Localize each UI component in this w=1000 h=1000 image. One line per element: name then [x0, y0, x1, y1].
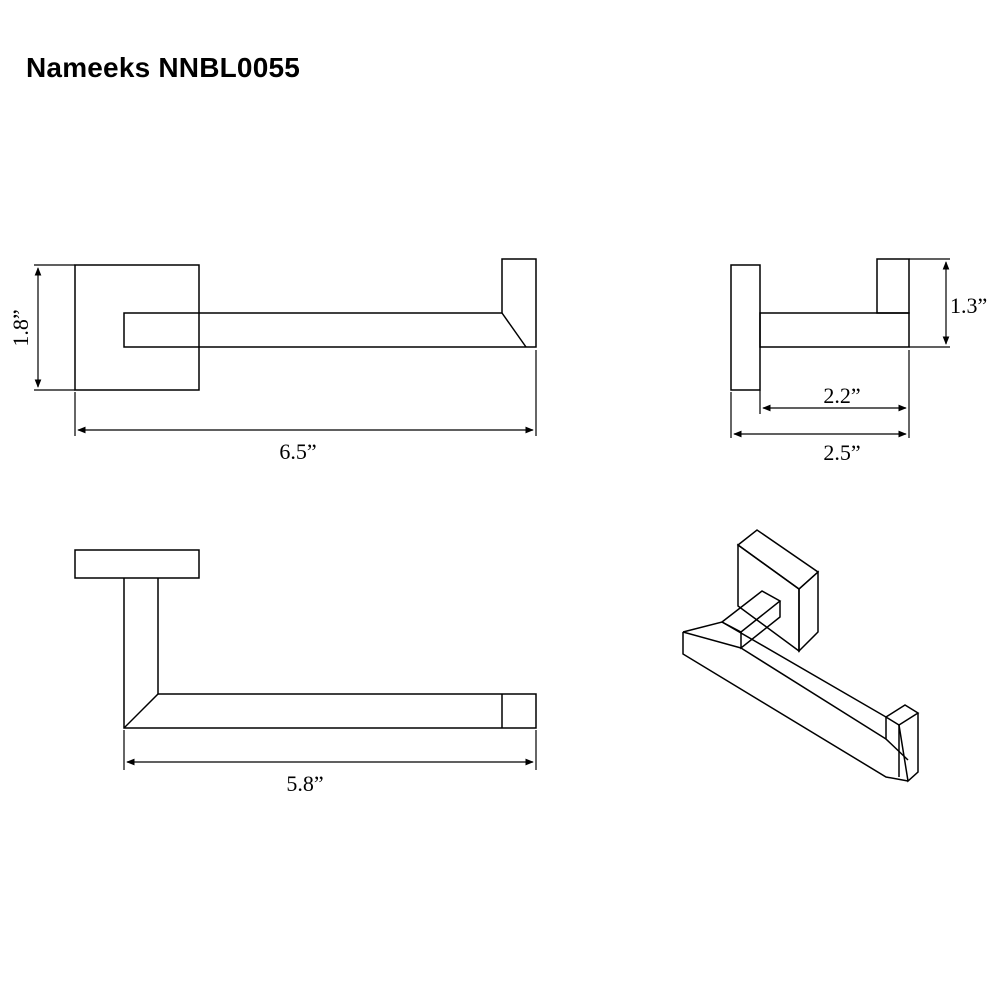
front-wall-plate [74, 264, 200, 391]
product-title: Nameeks NNBL0055 [26, 52, 301, 83]
side-view: 1.3” 2.2” 2.5” [730, 258, 987, 465]
iso-tip-side [898, 713, 919, 783]
top-arm-corner [123, 693, 159, 729]
front-height-label: 1.8” [8, 309, 33, 346]
side-arm-depth-label: 2.2” [823, 383, 860, 408]
top-view: 5.8” [74, 549, 537, 796]
iso-arm-top [682, 621, 909, 761]
front-width-label: 6.5” [279, 439, 316, 464]
side-total-depth-label: 2.5” [823, 440, 860, 465]
iso-tip-top [884, 704, 920, 726]
iso-arm-edge [682, 631, 742, 649]
side-wall-plate [730, 264, 761, 391]
iso-arm-front [682, 632, 909, 782]
front-arm [199, 258, 537, 348]
top-width-label: 5.8” [286, 771, 323, 796]
side-arm-tip [876, 258, 910, 314]
front-arm-bevel [501, 312, 527, 348]
iso-stem-side [740, 601, 781, 650]
side-arm [759, 312, 910, 348]
front-view: 1.8” 6.5” [8, 258, 537, 464]
iso-plate-side [798, 570, 819, 653]
top-arm [123, 578, 537, 729]
iso-stem-top [720, 590, 782, 633]
front-arm-inner [123, 312, 199, 348]
iso-arm-inner [740, 647, 887, 740]
isometric-view [682, 529, 920, 783]
iso-plate-top [736, 529, 820, 590]
iso-plate-front [737, 543, 800, 653]
side-height-label: 1.3” [950, 293, 987, 318]
top-wall-plate [74, 549, 200, 579]
